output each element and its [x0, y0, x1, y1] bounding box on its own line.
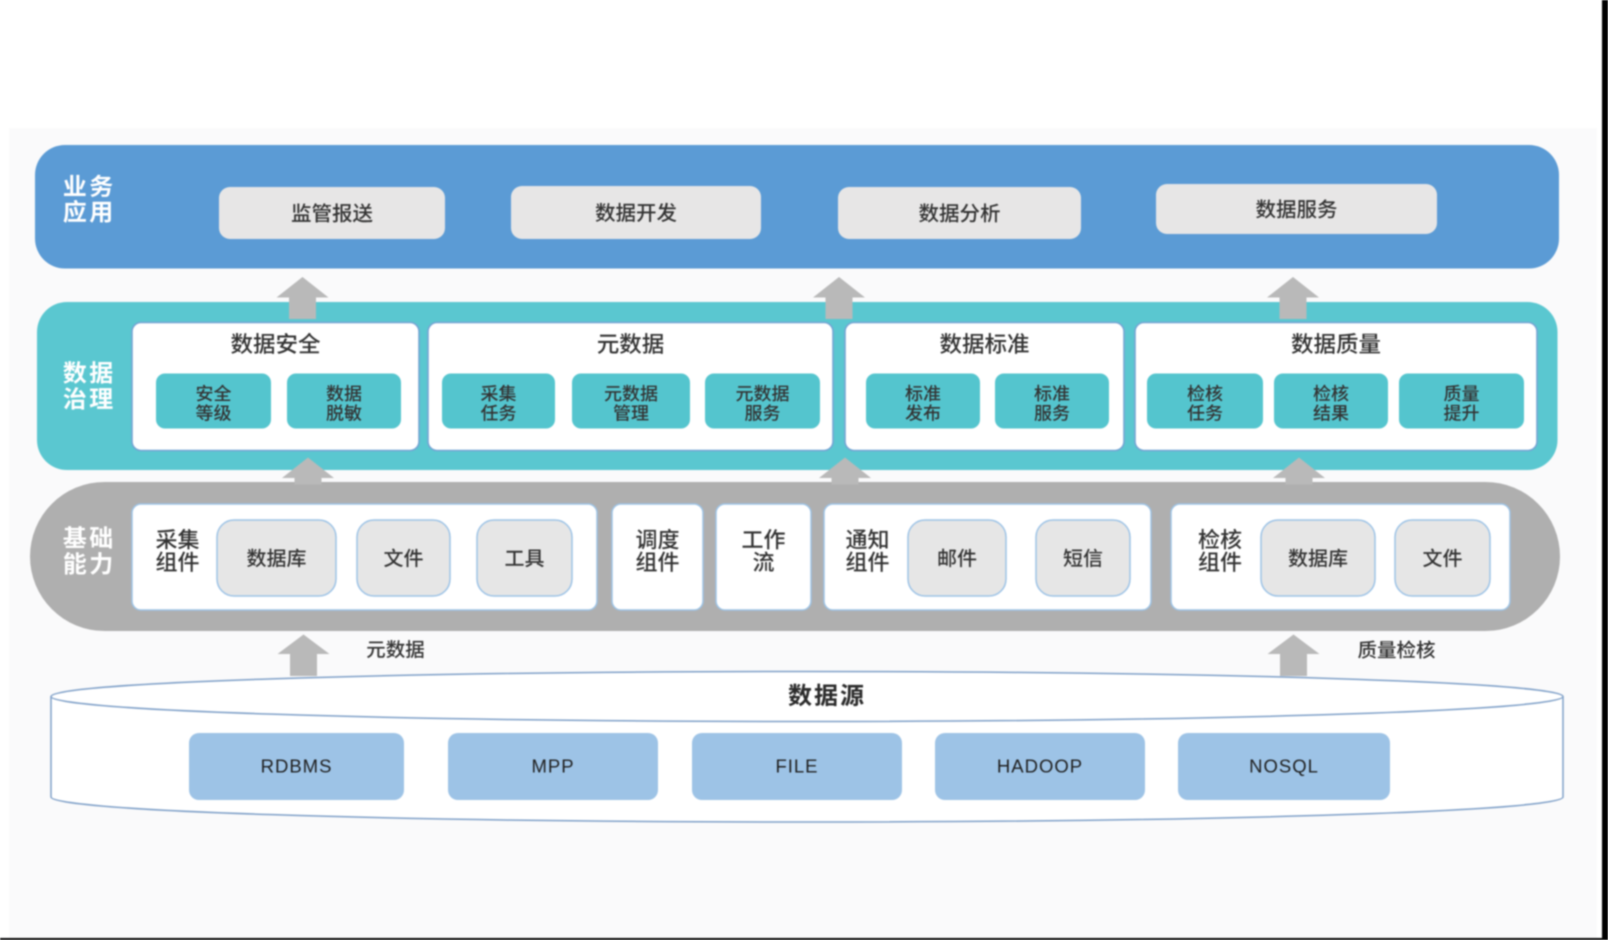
svg-text:FILE: FILE	[775, 756, 818, 777]
svg-text:HADOOP: HADOOP	[997, 756, 1083, 777]
svg-text:RDBMS: RDBMS	[261, 756, 333, 777]
svg-text:MPP: MPP	[531, 756, 574, 777]
svg-text:NOSQL: NOSQL	[1249, 756, 1319, 777]
